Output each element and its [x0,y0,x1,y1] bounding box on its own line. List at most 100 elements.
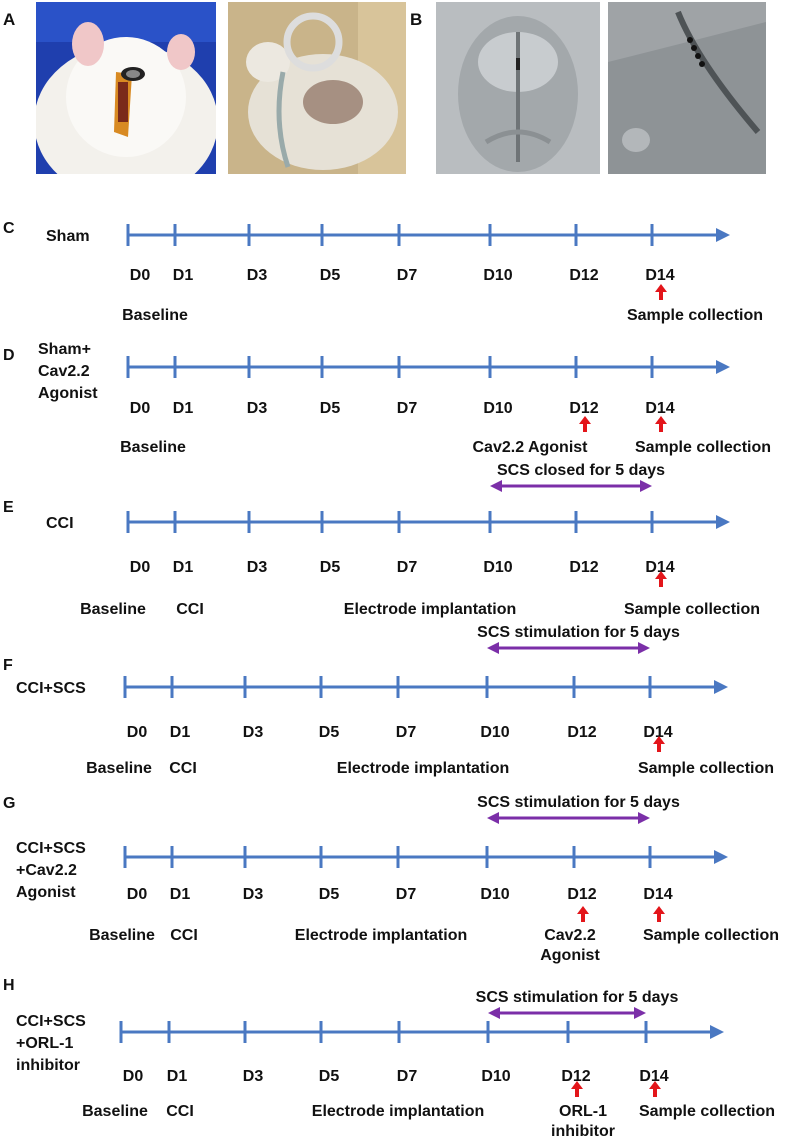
panel-label-a: A [3,10,16,29]
span-label-f: SCS stimulation for 5 days [477,624,680,641]
bottom-label-g-1: CCI [170,927,198,944]
span-arrowhead-left-h [488,1007,500,1019]
group-label-d: Sham+ [38,341,91,358]
bottom-label-f-0: Baseline [86,760,152,777]
day-label-f-d1: D1 [170,724,191,741]
group-label-f: CCI+SCS [16,680,86,697]
panel-label-h: H [3,977,15,994]
day-label-d-d0: D0 [130,400,151,417]
day-label-g-d0: D0 [127,886,148,903]
bottom-label-h-3: inhibitor [551,1123,615,1140]
group-label-h: inhibitor [16,1057,80,1074]
photo-rat-head [36,2,216,174]
day-label-e-d12: D12 [569,559,598,576]
day-label-f-d0: D0 [127,724,148,741]
span-label-h: SCS stimulation for 5 days [476,989,679,1006]
bottom-label-g-3: Cav2.2 [544,927,596,944]
group-label-h: +ORL-1 [16,1035,73,1052]
bottom-label-c-0: Baseline [122,307,188,324]
span-arrowhead-left-e [490,480,502,492]
axis-arrowhead-h [710,1025,724,1039]
day-label-d-d1: D1 [173,400,194,417]
bottom-label-d-0: Baseline [120,439,186,456]
day-label-c-d0: D0 [130,267,151,284]
day-label-d-d10: D10 [483,400,512,417]
day-label-c-d7: D7 [397,267,418,284]
day-label-e-d10: D10 [483,559,512,576]
day-label-g-d1: D1 [170,886,191,903]
day-label-c-d10: D10 [483,267,512,284]
axis-arrowhead-f [714,680,728,694]
group-label-h: CCI+SCS [16,1013,86,1030]
day-label-g-d14: D14 [643,886,672,903]
bottom-label-f-3: Sample collection [638,760,774,777]
bottom-label-e-3: Sample collection [624,601,760,618]
bottom-label-h-2: Electrode implantation [312,1103,484,1120]
axis-arrowhead-e [716,515,730,529]
day-label-c-d5: D5 [320,267,341,284]
day-label-g-d3: D3 [243,886,264,903]
day-label-g-d12: D12 [567,886,596,903]
bottom-label-g-4: Sample collection [643,927,779,944]
span-arrowhead-right-h [634,1007,646,1019]
bottom-label-g-0: Baseline [89,927,155,944]
bottom-label-c-1: Sample collection [627,307,763,324]
span-arrowhead-right-g [638,812,650,824]
xray-lateral [608,2,766,174]
bottom-label-e-0: Baseline [80,601,146,618]
panel-label-d: D [3,347,15,364]
day-label-f-d5: D5 [319,724,340,741]
day-label-h-d1: D1 [167,1068,188,1085]
day-label-h-d14: D14 [639,1068,668,1085]
day-label-f-d10: D10 [480,724,509,741]
span-label-g: SCS stimulation for 5 days [477,794,680,811]
bottom-label-h-4: Sample collection [639,1103,775,1120]
span-arrowhead-right-f [638,642,650,654]
panel-label-e: E [3,499,14,516]
panel-label-g: G [3,795,15,812]
day-label-g-d5: D5 [319,886,340,903]
day-label-h-d7: D7 [397,1068,418,1085]
day-label-e-d5: D5 [320,559,341,576]
day-label-g-d7: D7 [396,886,417,903]
day-label-e-d0: D0 [130,559,151,576]
day-label-e-d1: D1 [173,559,194,576]
bottom-label-f-2: Electrode implantation [337,760,509,777]
day-label-d-d5: D5 [320,400,341,417]
day-label-h-d3: D3 [243,1068,264,1085]
group-label-g: +Cav2.2 [16,862,77,879]
group-label-g: CCI+SCS [16,840,86,857]
bottom-label-h-1: CCI [166,1103,194,1120]
bottom-label-d-1: Cav2.2 Agonist [473,439,589,456]
day-label-f-d7: D7 [396,724,417,741]
group-label-e: CCI [46,515,74,532]
day-label-h-d5: D5 [319,1068,340,1085]
axis-arrowhead-g [714,850,728,864]
red-arrow-d-d14 [655,416,667,432]
axis-arrowhead-d [716,360,730,374]
day-label-f-d12: D12 [567,724,596,741]
day-label-h-d10: D10 [481,1068,510,1085]
red-arrow-h-d14 [649,1081,661,1097]
red-arrow-c-d14 [655,284,667,300]
red-arrow-d-d12 [579,416,591,432]
red-arrow-g-d14 [653,906,665,922]
bottom-label-f-1: CCI [169,760,197,777]
xray-dorsal [436,2,600,174]
span-arrowhead-right-e [640,480,652,492]
axis-arrowhead-c [716,228,730,242]
day-label-e-d7: D7 [397,559,418,576]
panel-label-f: F [3,657,13,674]
red-arrow-h-d12 [571,1081,583,1097]
panel-label-b: B [410,10,423,29]
group-label-d: Agonist [38,385,98,402]
panel-label-c: C [3,220,15,237]
day-label-e-d14: D14 [645,559,674,576]
day-label-g-d10: D10 [480,886,509,903]
group-label-d: Cav2.2 [38,363,90,380]
day-label-c-d14: D14 [645,267,674,284]
day-label-d-d12: D12 [569,400,598,417]
day-label-c-d3: D3 [247,267,268,284]
bottom-label-h-3: ORL-1 [559,1103,607,1120]
group-label-c: Sham [46,228,90,245]
